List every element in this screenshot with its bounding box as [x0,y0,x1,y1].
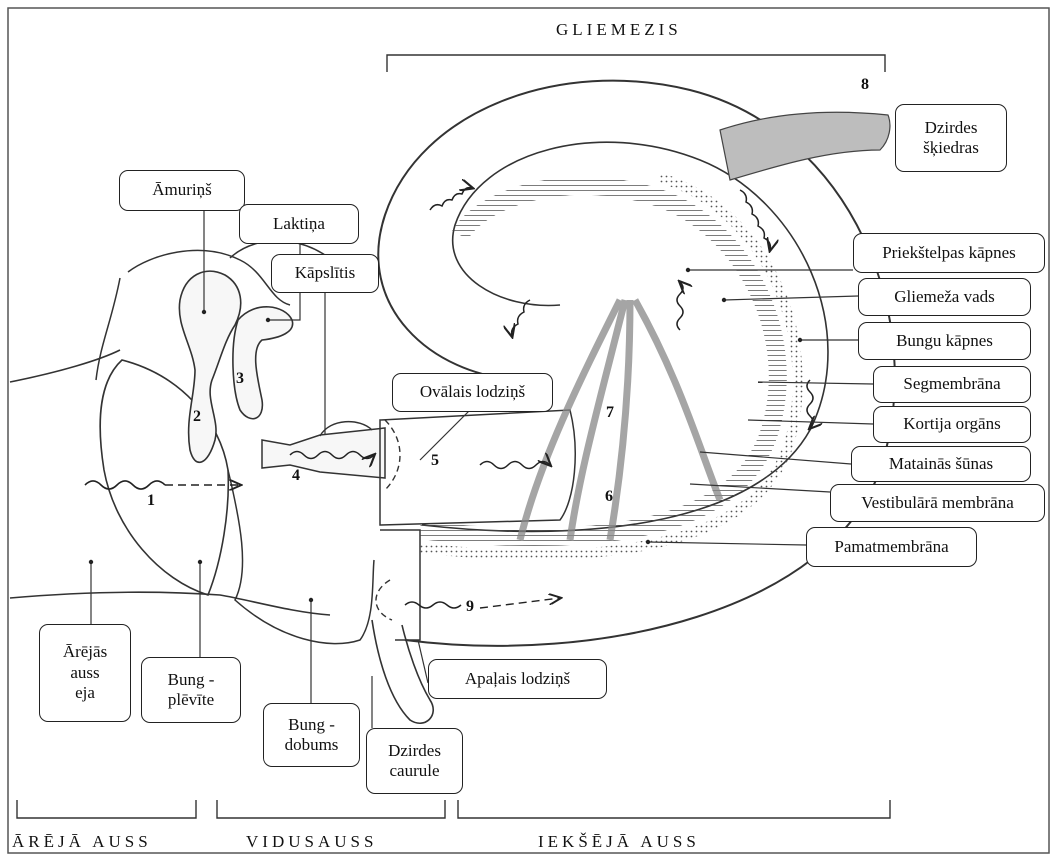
incus-shape [233,307,293,419]
number-8: 8 [861,76,869,94]
inner-ear-bracket [458,800,890,818]
label-organ-of-corti: Kortija orgāns [873,406,1031,443]
sound-wave-1 [85,481,165,489]
section-cochlea: GLIEMEZIS [556,20,682,40]
round-window-arc [376,580,392,620]
number-7: 7 [606,404,614,422]
label-tympanic-cavity: Bung - dobums [263,703,360,767]
vestibule-lower [380,530,420,640]
label-scala-tympani: Bungu kāpnes [858,322,1031,360]
ear-canal-upper-wall [10,350,120,382]
section-inner-ear: IEKŠĒJĀ AUSS [538,832,700,852]
leader-cochlear-duct [724,296,858,300]
label-scala-vestibuli: Priekštelpas kāpnes [853,233,1045,273]
label-stapes: Kāpslītis [271,254,379,293]
eustachian-tube-shape [372,620,433,723]
label-cochlear-duct: Gliemeža vads [858,278,1031,316]
oval-window-arc [385,420,400,490]
auditory-nerve-bundle [720,112,890,180]
label-ear-canal: Ārējās auss eja [39,624,131,722]
skull-outline [96,278,120,380]
sound-wave-9 [405,602,461,608]
section-middle-ear: VIDUSAUSS [246,832,377,852]
number-2: 2 [193,408,201,426]
leader-hair-cells [700,452,851,464]
number-5: 5 [431,452,439,470]
leader-round-window [418,640,428,683]
sound-wave-spiral-d [512,300,530,336]
label-round-window: Apaļais lodziņš [428,659,607,699]
sound-wave-spiral-c [807,380,813,428]
sound-arrow-9 [480,598,560,608]
section-outer-ear: ĀRĒJĀ AUSS [12,832,152,852]
label-auditory-nerve-fibers: Dzirdes šķiedras [895,104,1007,172]
number-6: 6 [605,488,613,506]
label-eustachian-tube: Dzirdes caurule [366,728,463,794]
label-oval-window: Ovālais lodziņš [392,373,553,412]
number-4: 4 [292,467,300,485]
label-vestibular-membrane: Vestibulārā membrāna [830,484,1045,522]
number-1: 1 [147,492,155,510]
number-9: 9 [466,598,474,616]
number-3: 3 [236,370,244,388]
label-tectorial-membrane: Segmembrāna [873,366,1031,403]
sound-wave-spiral-a [430,188,472,210]
cochlear-duct-band [420,186,778,537]
malleus-shape [179,271,240,462]
tympanic-cavity-wall [228,470,374,644]
outer-ear-bracket [17,800,196,818]
cochlea-bracket [387,55,885,72]
ear-canal-lower-wall [10,592,330,615]
label-eardrum: Bung - plēvīte [141,657,241,723]
label-basilar-membrane: Pamatmembrāna [806,527,977,567]
label-hair-cells: Matainās šūnas [851,446,1031,482]
stapes-shape [262,428,385,478]
sound-wave-spiral-e [677,282,683,330]
label-malleus: Āmuriņš [119,170,245,211]
label-incus: Laktiņa [239,204,359,244]
middle-ear-bracket [217,800,445,818]
